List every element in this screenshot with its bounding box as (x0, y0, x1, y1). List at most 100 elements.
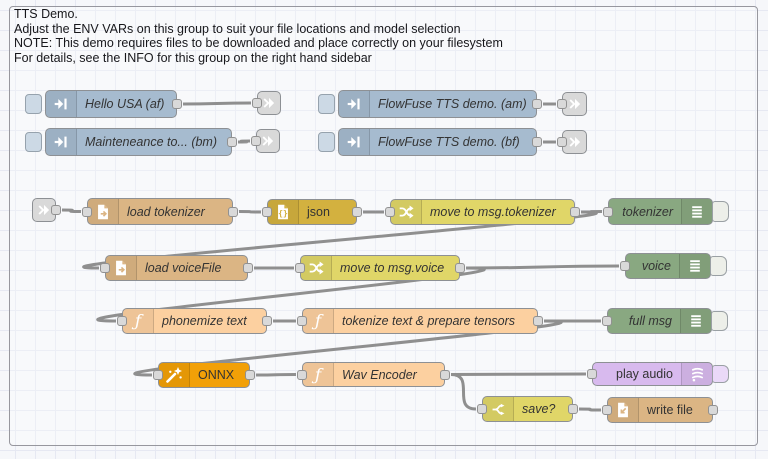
node-inject-hello[interactable]: Hello USA (af) (25, 90, 182, 118)
wire[interactable] (238, 210, 262, 214)
output-port[interactable] (228, 206, 238, 217)
input-port[interactable] (252, 98, 262, 108)
wire[interactable] (450, 372, 587, 376)
toggle-button[interactable] (712, 365, 729, 383)
node-switch-save[interactable]: save? (477, 396, 578, 422)
inject-button[interactable] (25, 94, 42, 114)
node-linkout-2[interactable] (251, 129, 280, 153)
wire[interactable] (465, 264, 620, 270)
output-port[interactable] (455, 263, 465, 273)
output-port[interactable] (570, 207, 580, 217)
input-port[interactable] (620, 261, 630, 271)
output-port[interactable] (352, 207, 362, 217)
input-port[interactable] (385, 207, 395, 217)
node-file-tokenizer[interactable]: load tokenizer (82, 198, 238, 225)
wire[interactable] (237, 139, 251, 144)
link-arrow-icon (258, 92, 280, 114)
toggle-button[interactable] (712, 201, 729, 222)
svg-text:ƒ: ƒ (311, 365, 324, 385)
debug-list-icon (679, 254, 710, 278)
output-port[interactable] (245, 370, 255, 380)
node-label: load voiceFile (145, 261, 222, 275)
input-port[interactable] (117, 316, 127, 326)
output-port[interactable] (533, 316, 543, 326)
wire[interactable] (578, 407, 602, 412)
wire[interactable] (96, 266, 486, 323)
link-arrow-icon (257, 130, 279, 152)
inject-button[interactable] (25, 132, 42, 152)
node-linkin-1[interactable] (32, 198, 61, 222)
output-port[interactable] (708, 405, 718, 415)
node-file-write[interactable]: write file (602, 397, 718, 423)
output-port[interactable] (172, 99, 182, 109)
node-label: play audio (616, 367, 673, 381)
inject-button[interactable] (318, 94, 335, 114)
output-port[interactable] (440, 369, 450, 380)
input-port[interactable] (297, 369, 307, 380)
node-inject-maint[interactable]: Mainteneance to... (bm) (25, 128, 237, 156)
wire[interactable] (450, 373, 477, 411)
node-json[interactable]: {}json (262, 199, 362, 225)
node-debug-voice[interactable]: voice (620, 253, 727, 279)
svg-text:ƒ: ƒ (131, 312, 144, 332)
node-file-voice[interactable]: load voiceFile (100, 255, 253, 281)
output-port[interactable] (227, 137, 237, 147)
input-port[interactable] (262, 207, 272, 217)
output-port[interactable] (51, 205, 61, 215)
input-port[interactable] (602, 316, 612, 326)
node-linkout-4[interactable] (557, 130, 587, 154)
node-onnx[interactable]: ONNX (153, 362, 255, 388)
node-label: ONNX (198, 368, 235, 382)
output-port[interactable] (532, 99, 542, 109)
group-label-line: TTS Demo. (14, 7, 78, 21)
node-label: save? (522, 402, 556, 416)
inject-arrow-icon (46, 91, 77, 117)
input-port[interactable] (297, 316, 307, 326)
input-port[interactable] (602, 405, 612, 415)
toggle-button[interactable] (711, 311, 728, 331)
input-port[interactable] (295, 263, 305, 273)
input-port[interactable] (251, 136, 261, 146)
wire[interactable] (133, 319, 563, 377)
toggle-button[interactable] (710, 256, 727, 276)
node-debug-tokenizer[interactable]: tokenizer (603, 198, 729, 225)
node-label: load tokenizer (127, 204, 205, 219)
wire[interactable] (82, 210, 598, 270)
wire[interactable] (255, 373, 297, 377)
node-inject-bf[interactable]: FlowFuse TTS demo. (bf) (318, 128, 542, 156)
output-port[interactable] (243, 263, 253, 273)
input-port[interactable] (603, 206, 613, 217)
inject-arrow-icon (339, 91, 370, 117)
wire[interactable] (61, 208, 82, 213)
input-port[interactable] (100, 263, 110, 273)
node-change-voice[interactable]: move to msg.voice (295, 255, 465, 281)
node-linkout-3[interactable] (557, 92, 587, 116)
node-label: Mainteneance to... (bm) (85, 135, 218, 149)
node-linkout-1[interactable] (252, 91, 281, 115)
node-label: tokenizer (622, 204, 673, 219)
node-inject-am[interactable]: FlowFuse TTS demo. (am) (318, 90, 542, 118)
branch-split-icon (483, 397, 514, 421)
input-port[interactable] (557, 137, 567, 147)
node-change-tokenizer[interactable]: move to msg.tokenizer (385, 199, 580, 225)
output-port[interactable] (262, 316, 272, 326)
output-port[interactable] (568, 404, 578, 414)
wire[interactable] (182, 101, 252, 106)
link-arrow-icon (33, 199, 55, 221)
input-port[interactable] (587, 369, 597, 379)
node-label: full msg (628, 314, 672, 328)
input-port[interactable] (82, 206, 92, 217)
output-port[interactable] (532, 137, 542, 147)
node-play-audio[interactable]: play audio (587, 362, 729, 386)
input-port[interactable] (477, 404, 487, 414)
inject-button[interactable] (318, 132, 335, 152)
node-debug-fullmsg[interactable]: full msg (602, 308, 728, 334)
node-label: tokenize text & prepare tensors (342, 314, 516, 328)
input-port[interactable] (557, 99, 567, 109)
input-port[interactable] (153, 370, 163, 380)
